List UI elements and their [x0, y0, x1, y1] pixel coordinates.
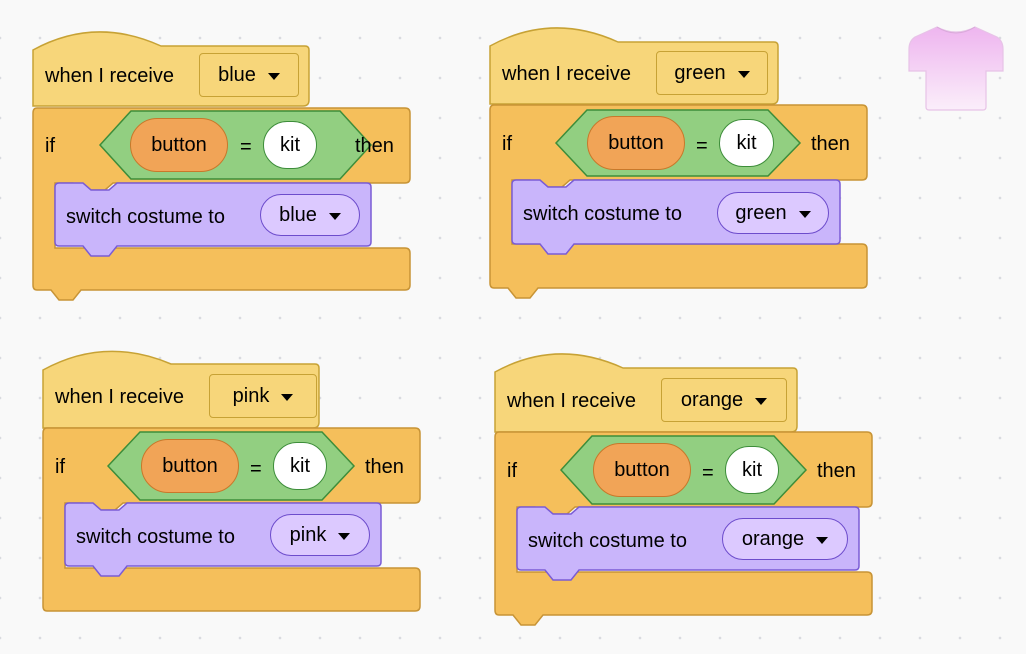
then-label: then: [811, 133, 850, 155]
caret-down-icon: [755, 397, 768, 405]
message-dropdown[interactable]: blue: [199, 53, 299, 97]
script-pink[interactable]: when I receive pink if button = kit then…: [42, 348, 423, 628]
message-dropdown[interactable]: orange: [661, 378, 787, 422]
costume-value: blue: [279, 203, 317, 226]
script-blue[interactable]: when I receive blue if button = kit then…: [32, 28, 413, 308]
equals-operator: =: [696, 135, 708, 157]
equals-operator: =: [240, 136, 252, 158]
caret-down-icon: [338, 532, 351, 540]
tshirt-icon[interactable]: [907, 25, 1005, 111]
costume-dropdown[interactable]: blue: [260, 194, 360, 236]
costume-value: pink: [289, 523, 327, 546]
hat-label: when I receive: [502, 63, 631, 85]
reporter-label: button: [151, 133, 207, 156]
kit-input[interactable]: kit: [273, 442, 327, 490]
script-orange[interactable]: when I receive orange if button = kit th…: [494, 352, 875, 632]
caret-down-icon: [798, 210, 811, 218]
message-value: blue: [218, 63, 256, 86]
kit-input[interactable]: kit: [263, 121, 317, 169]
kit-input[interactable]: kit: [719, 119, 774, 167]
script-green[interactable]: when I receive green if button = kit the…: [489, 26, 870, 306]
kit-value: kit: [280, 133, 300, 156]
message-dropdown[interactable]: green: [656, 51, 768, 95]
reporter-label: button: [608, 131, 664, 154]
message-value: pink: [232, 384, 270, 407]
button-variable-reporter[interactable]: button: [593, 443, 691, 497]
costume-dropdown[interactable]: orange: [722, 518, 848, 560]
hat-label: when I receive: [507, 390, 636, 412]
kit-value: kit: [290, 454, 310, 477]
costume-dropdown[interactable]: green: [717, 192, 829, 234]
button-variable-reporter[interactable]: button: [130, 118, 228, 172]
caret-down-icon: [281, 393, 294, 401]
caret-down-icon: [328, 212, 341, 220]
message-value: green: [674, 61, 726, 84]
if-label: if: [507, 460, 517, 482]
caret-down-icon: [816, 536, 829, 544]
costume-value: orange: [741, 527, 805, 550]
costume-value: green: [735, 201, 787, 224]
reporter-label: button: [162, 454, 218, 477]
message-dropdown[interactable]: pink: [209, 374, 317, 418]
message-value: orange: [680, 388, 744, 411]
hat-label: when I receive: [45, 65, 174, 87]
if-label: if: [55, 456, 65, 478]
equals-operator: =: [250, 458, 262, 480]
caret-down-icon: [737, 70, 750, 78]
then-label: then: [365, 456, 404, 478]
reporter-label: button: [614, 458, 670, 481]
costume-dropdown[interactable]: pink: [270, 514, 370, 556]
kit-value: kit: [742, 458, 762, 481]
switch-costume-label: switch costume to: [66, 206, 225, 228]
switch-costume-label: switch costume to: [523, 203, 682, 225]
then-label: then: [817, 460, 856, 482]
kit-input[interactable]: kit: [725, 446, 779, 494]
kit-value: kit: [736, 131, 757, 154]
button-variable-reporter[interactable]: button: [587, 116, 685, 170]
button-variable-reporter[interactable]: button: [141, 439, 239, 493]
switch-costume-label: switch costume to: [76, 526, 235, 548]
caret-down-icon: [267, 72, 280, 80]
if-label: if: [502, 133, 512, 155]
equals-operator: =: [702, 462, 714, 484]
then-label: then: [355, 135, 394, 157]
switch-costume-label: switch costume to: [528, 530, 687, 552]
if-label: if: [45, 135, 55, 157]
hat-label: when I receive: [55, 386, 184, 408]
